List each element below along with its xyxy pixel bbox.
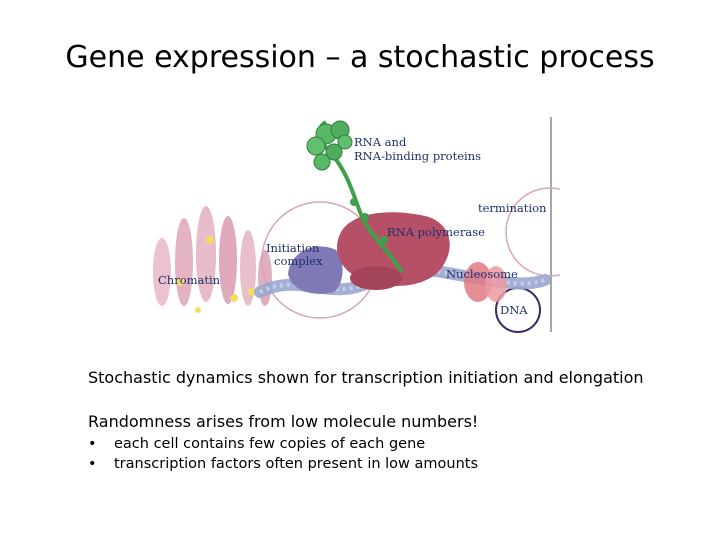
randomness-heading: Randomness arises from low molecule numb… xyxy=(88,412,479,431)
label-rna-binding: RNA-binding proteins xyxy=(354,149,481,163)
label-complex: complex xyxy=(274,254,323,268)
label-rna: RNA and xyxy=(354,135,407,149)
bullet-list: • each cell contains few copies of each … xyxy=(88,434,478,474)
label-initiation: Initiation xyxy=(266,241,320,255)
initiation-complex xyxy=(288,246,343,294)
bullet-text: each cell contains few copies of each ge… xyxy=(114,436,426,452)
bullet-item: • transcription factors often present in… xyxy=(88,454,478,474)
label-polymerase: RNA polymerase xyxy=(387,225,485,239)
label-dna: DNA xyxy=(500,303,528,317)
label-termination: termination xyxy=(478,201,547,215)
slide-title: Gene expression – a stochastic process xyxy=(65,40,655,75)
transcription-diagram: RNA and RNA-binding proteins termination… xyxy=(140,112,560,334)
chromatin-fibre xyxy=(153,206,272,313)
nucleosome xyxy=(464,262,507,302)
bullet-dot: • xyxy=(88,436,97,452)
bullet-dot: • xyxy=(88,456,97,472)
label-chromatin: Chromatin xyxy=(158,273,221,287)
bullet-item: • each cell contains few copies of each … xyxy=(88,434,478,454)
label-nucleosome: Nucleosome xyxy=(446,267,518,281)
bullet-text: transcription factors often present in l… xyxy=(114,456,479,472)
rna-strand xyxy=(306,120,404,274)
diagram-caption: Stochastic dynamics shown for transcript… xyxy=(88,368,644,387)
termination-zoom-circle xyxy=(505,187,560,277)
